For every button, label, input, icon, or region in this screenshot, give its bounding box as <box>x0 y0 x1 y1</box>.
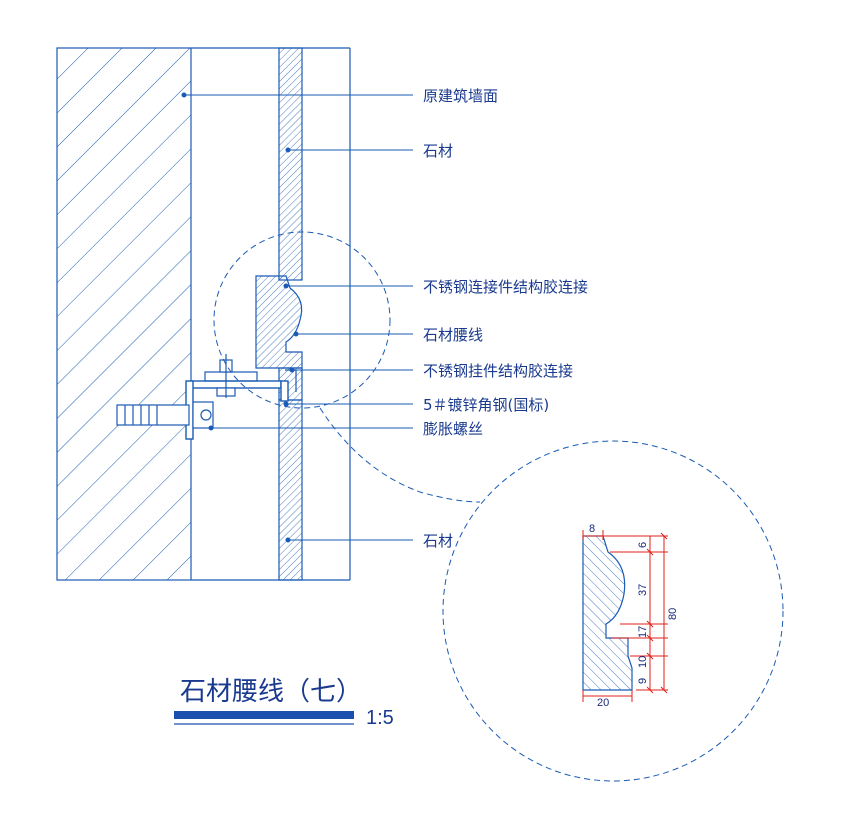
dim-d2: 37 <box>637 584 649 596</box>
stone-panel-top <box>278 47 303 281</box>
drawing-scale: 1:5 <box>366 707 394 729</box>
dim-d3: 17 <box>637 626 649 638</box>
dim-bottom-width: 20 <box>597 697 609 709</box>
stone-panel-bottom <box>278 399 303 581</box>
detail-dimension-lines <box>582 530 668 702</box>
label-ss-connector: 不锈钢连接件结构胶连接 <box>423 278 588 296</box>
building-wall <box>56 47 192 581</box>
title-underline-thick <box>174 711 354 719</box>
label-stone-bottom: 石材 <box>423 532 453 550</box>
enlarged-profile <box>582 535 633 691</box>
label-wall-surface: 原建筑墙面 <box>423 87 498 105</box>
dim-d1: 6 <box>637 542 649 548</box>
leader-lines <box>181 92 413 543</box>
label-ss-hanger: 不锈钢挂件结构胶连接 <box>423 362 573 380</box>
label-angle-steel: 5＃镀锌角钢(国标) <box>423 396 549 414</box>
dim-total-height: 80 <box>667 608 679 620</box>
drawing-title: 石材腰线（七） <box>180 677 362 707</box>
label-stone-top: 石材 <box>423 142 453 160</box>
dim-top-width: 8 <box>589 523 595 535</box>
expansion-bolt <box>116 401 214 429</box>
dim-d4: 10 <box>637 656 649 668</box>
hanger-bolt <box>216 354 236 398</box>
enlarged-detail-circle <box>442 440 784 782</box>
detail-callout-circle <box>213 231 481 503</box>
label-expansion-bolt: 膨胀螺丝 <box>423 420 483 438</box>
cavity-outline <box>191 47 351 581</box>
dim-d5: 9 <box>637 678 649 684</box>
label-stone-waistline: 石材腰线 <box>423 326 483 344</box>
